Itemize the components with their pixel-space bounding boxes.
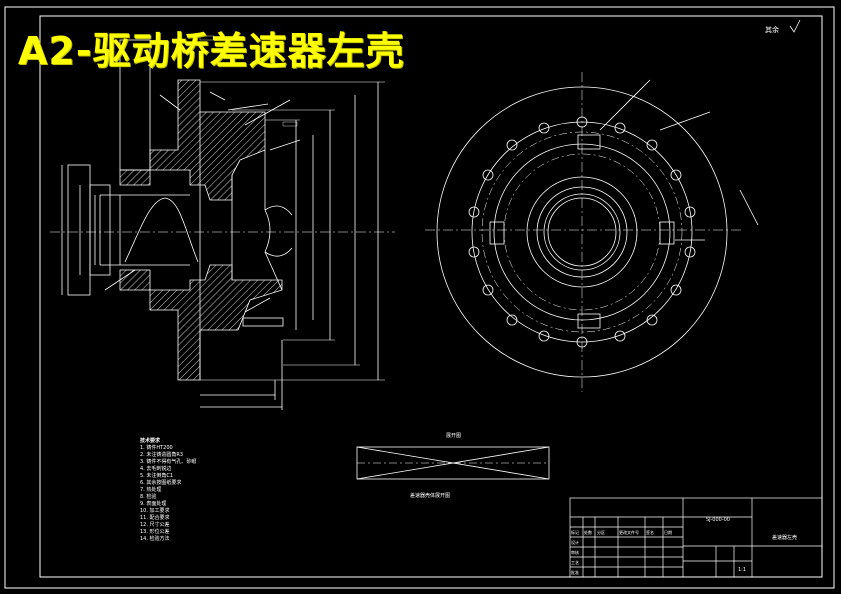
- tb-row-1: 审核: [571, 549, 579, 555]
- note-item: 8. 检验: [140, 494, 157, 500]
- note-item: 14. 检验方法: [140, 536, 170, 542]
- note-item: 5. 未注倒角C1: [140, 473, 174, 479]
- hatched-body-lower: [119, 264, 283, 381]
- note-item: 12. 尺寸公差: [140, 522, 170, 528]
- note-item: 7. 热处理: [140, 487, 162, 493]
- tb-col-2: 分区: [597, 529, 605, 535]
- end-view: [425, 72, 759, 392]
- note-item: 1. 铸件HT200: [140, 445, 173, 451]
- note-item: 11. 配合要求: [140, 515, 170, 521]
- tb-col-4: 签名: [646, 529, 654, 535]
- strip-label: 展开图: [446, 433, 461, 439]
- tb-col-5: 日期: [664, 529, 672, 535]
- tb-col-1: 处数: [584, 529, 592, 535]
- inner-frame: [39, 15, 823, 578]
- title-block: [569, 497, 823, 578]
- roughness-symbol: 其余: [765, 19, 801, 34]
- note-item: 6. 其余按图纸要求: [140, 480, 182, 486]
- bore-profile: [99, 194, 190, 266]
- tb-row-2: 工艺: [571, 560, 579, 565]
- section-view: [50, 35, 395, 410]
- note-item: 4. 去毛刺锐边: [140, 466, 172, 472]
- note-item: 9. 表面处理: [140, 501, 167, 507]
- hatched-body-upper: [119, 79, 266, 201]
- tb-col-3: 更改文件号: [619, 529, 639, 535]
- developed-strip: [356, 446, 550, 480]
- tb-col-0: 标记: [571, 529, 579, 535]
- strip-caption: 差速器壳体展开图: [410, 492, 450, 499]
- note-item: 10. 加工要求: [140, 508, 170, 514]
- bore-curve: [124, 197, 199, 263]
- tb-row-3: 批准: [571, 569, 579, 575]
- note-item: 13. 形位公差: [140, 529, 170, 535]
- note-item: 3. 铸件不得有气孔、砂眼: [140, 459, 197, 465]
- scale-value: 1:1: [738, 567, 746, 573]
- technical-notes: 技术要求 1. 铸件HT200 2. 未注铸造圆角R3 3. 铸件不得有气孔、砂…: [140, 438, 196, 543]
- notes-header: 技术要求: [140, 438, 161, 444]
- outer-frame: [4, 6, 835, 589]
- note-item: 2. 未注铸造圆角R3: [140, 452, 184, 458]
- tb-row-0: 设计: [571, 539, 579, 545]
- drawing-number: SJ-000-00: [706, 517, 730, 523]
- part-name: 差速器左壳: [772, 534, 797, 541]
- drawing-title: A2-驱动桥差速器左壳: [18, 29, 405, 73]
- bolt-holes: [468, 116, 696, 348]
- svg-text:其余: 其余: [765, 25, 779, 34]
